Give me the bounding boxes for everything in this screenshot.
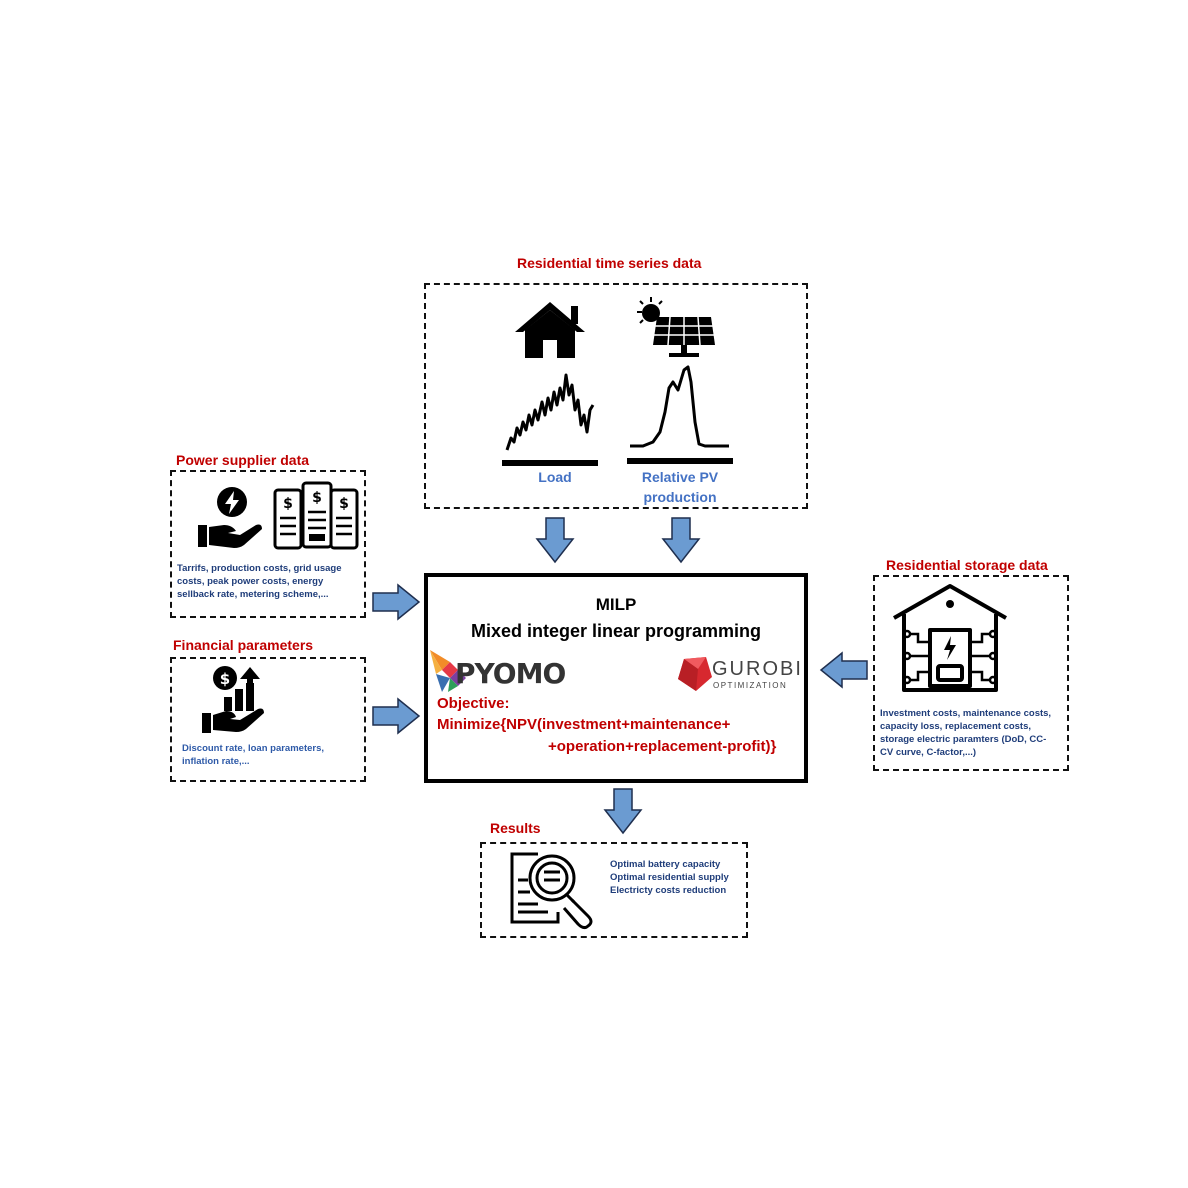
- results-box: [480, 842, 748, 938]
- storage-title: Residential storage data: [886, 557, 1048, 573]
- supplier-desc-line2: costs, peak power costs, energy: [177, 576, 324, 587]
- objective-line1: Minimize{NPV(investment+maintenance+: [437, 716, 731, 733]
- pyomo-bird-logo: [430, 650, 466, 692]
- arrow-pv-to-milp: [661, 517, 701, 564]
- hand-energy-icon: [198, 487, 262, 548]
- storage-box: [873, 575, 1069, 771]
- supplier-desc-line1: Tarrifs, production costs, grid usage: [177, 563, 342, 574]
- results-title: Results: [490, 820, 541, 836]
- arrow-financial-to-milp: [372, 697, 421, 735]
- svg-text:$: $: [312, 490, 322, 506]
- solar-panel-icon: [637, 297, 715, 357]
- results-item1: Optimal battery capacity: [610, 859, 721, 870]
- milp-title: MILP: [595, 595, 637, 614]
- storage-desc-line2: capacity loss, replacement costs,: [880, 721, 1032, 732]
- financial-desc-line1: Discount rate, loan parameters,: [182, 743, 325, 754]
- invoice-documents-icon: $ $ $: [273, 481, 359, 550]
- milp-subtitle: Mixed integer linear programming: [470, 621, 762, 641]
- pv-curve-icon: [627, 365, 733, 464]
- storage-desc-line1: Investment costs, maintenance costs,: [880, 708, 1052, 719]
- results-item3: Electricty costs reduction: [610, 885, 727, 896]
- svg-text:$: $: [283, 496, 293, 512]
- load-curve-icon: [502, 373, 598, 466]
- results-item2: Optimal residential supply: [610, 872, 729, 883]
- timeseries-box: [424, 283, 808, 509]
- arrow-storage-to-milp: [819, 651, 868, 689]
- supplier-desc-line3: sellback rate, metering scheme,...: [177, 589, 329, 600]
- pyomo-logo-text: PYOMO: [455, 657, 566, 690]
- timeseries-title: Residential time series data: [517, 255, 702, 271]
- financial-title: Financial parameters: [173, 637, 314, 653]
- objective-label: Objective:: [437, 695, 510, 712]
- svg-text:$: $: [339, 496, 349, 512]
- search-report-icon: [510, 852, 593, 930]
- storage-desc-line3: storage electric paramters (DoD, CC-: [880, 734, 1047, 745]
- gurobi-logo-text: GUROBI: [712, 658, 803, 680]
- battery-storage-house-icon: [893, 584, 1007, 692]
- objective-line2: +operation+replacement-profit)}: [548, 738, 777, 755]
- arrow-load-to-milp: [535, 517, 575, 564]
- financial-growth-icon: $: [202, 666, 264, 733]
- house-icon: [515, 302, 585, 358]
- supplier-title: Power supplier data: [176, 452, 310, 468]
- load-label: Load: [538, 469, 572, 485]
- gurobi-logo-icon: [678, 657, 712, 691]
- arrow-milp-to-results: [603, 788, 643, 835]
- gurobi-logo-subtext: OPTIMIZATION: [713, 681, 788, 690]
- supplier-box: [170, 470, 366, 618]
- storage-desc-line4: CV curve, C-factor,...): [880, 747, 977, 758]
- milp-box: MILP Mixed integer linear programming: [424, 573, 808, 783]
- financial-desc-line2: inflation rate,...: [182, 756, 250, 767]
- pv-label-line1: Relative PV: [641, 469, 719, 485]
- svg-text:$: $: [220, 670, 230, 688]
- financial-box: [170, 657, 366, 782]
- arrow-supplier-to-milp: [372, 583, 421, 621]
- pv-label-line2: production: [643, 489, 717, 505]
